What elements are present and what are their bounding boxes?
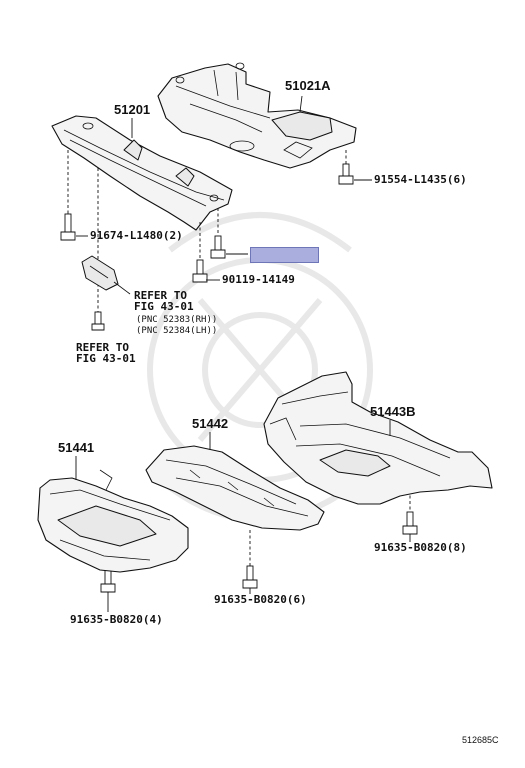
label-bolt-91674[interactable]: 91674-L1480(2) <box>90 229 183 242</box>
highlighted-part-number-box[interactable] <box>250 247 319 263</box>
bolt-icon <box>60 213 76 241</box>
bolt-icon <box>192 259 208 283</box>
part-51201-drawing <box>51 115 233 231</box>
label-part-51201[interactable]: 51201 <box>114 102 151 117</box>
label-fig-ref-2[interactable]: FIG 43-01 <box>76 352 136 365</box>
label-bolt-91635-6[interactable]: 91635-B0820(6) <box>214 593 307 606</box>
leader-51021A <box>299 95 303 113</box>
bolt-icon <box>242 565 258 589</box>
label-pnc-lh: (PNC 52384(LH)) <box>136 326 218 336</box>
label-part-51442[interactable]: 51442 <box>192 416 229 431</box>
label-fig-ref-1[interactable]: FIG 43-01 <box>134 300 194 313</box>
label-bolt-91554[interactable]: 91554-L1435(6) <box>374 173 467 186</box>
label-part-51021A[interactable]: 51021A <box>285 78 331 93</box>
bolt-icon <box>402 511 418 535</box>
clip-icon <box>81 255 119 291</box>
label-part-51443B[interactable]: 51443B <box>370 404 416 419</box>
part-51442-drawing <box>145 445 325 531</box>
label-refer-to-1: REFER TO <box>134 289 187 302</box>
bolt-icon <box>210 235 226 259</box>
bolt-icon <box>100 569 116 593</box>
part-51021A-drawing <box>157 62 357 169</box>
label-part-51441[interactable]: 51441 <box>58 440 95 455</box>
label-pnc-rh: (PNC 52383(RH)) <box>136 315 218 325</box>
bolt-icon <box>91 311 105 331</box>
label-bolt-90119[interactable]: 90119-14149 <box>222 273 295 286</box>
label-bolt-91635-8[interactable]: 91635-B0820(8) <box>374 541 467 554</box>
part-51443B-drawing <box>263 371 493 505</box>
leader-refer1 <box>113 281 131 295</box>
label-bolt-91635-4[interactable]: 91635-B0820(4) <box>70 613 163 626</box>
part-51441-drawing <box>37 469 189 573</box>
figure-code: 512685C <box>462 735 499 745</box>
label-refer-to-2: REFER TO <box>76 341 129 354</box>
bolt-icon <box>338 163 354 185</box>
